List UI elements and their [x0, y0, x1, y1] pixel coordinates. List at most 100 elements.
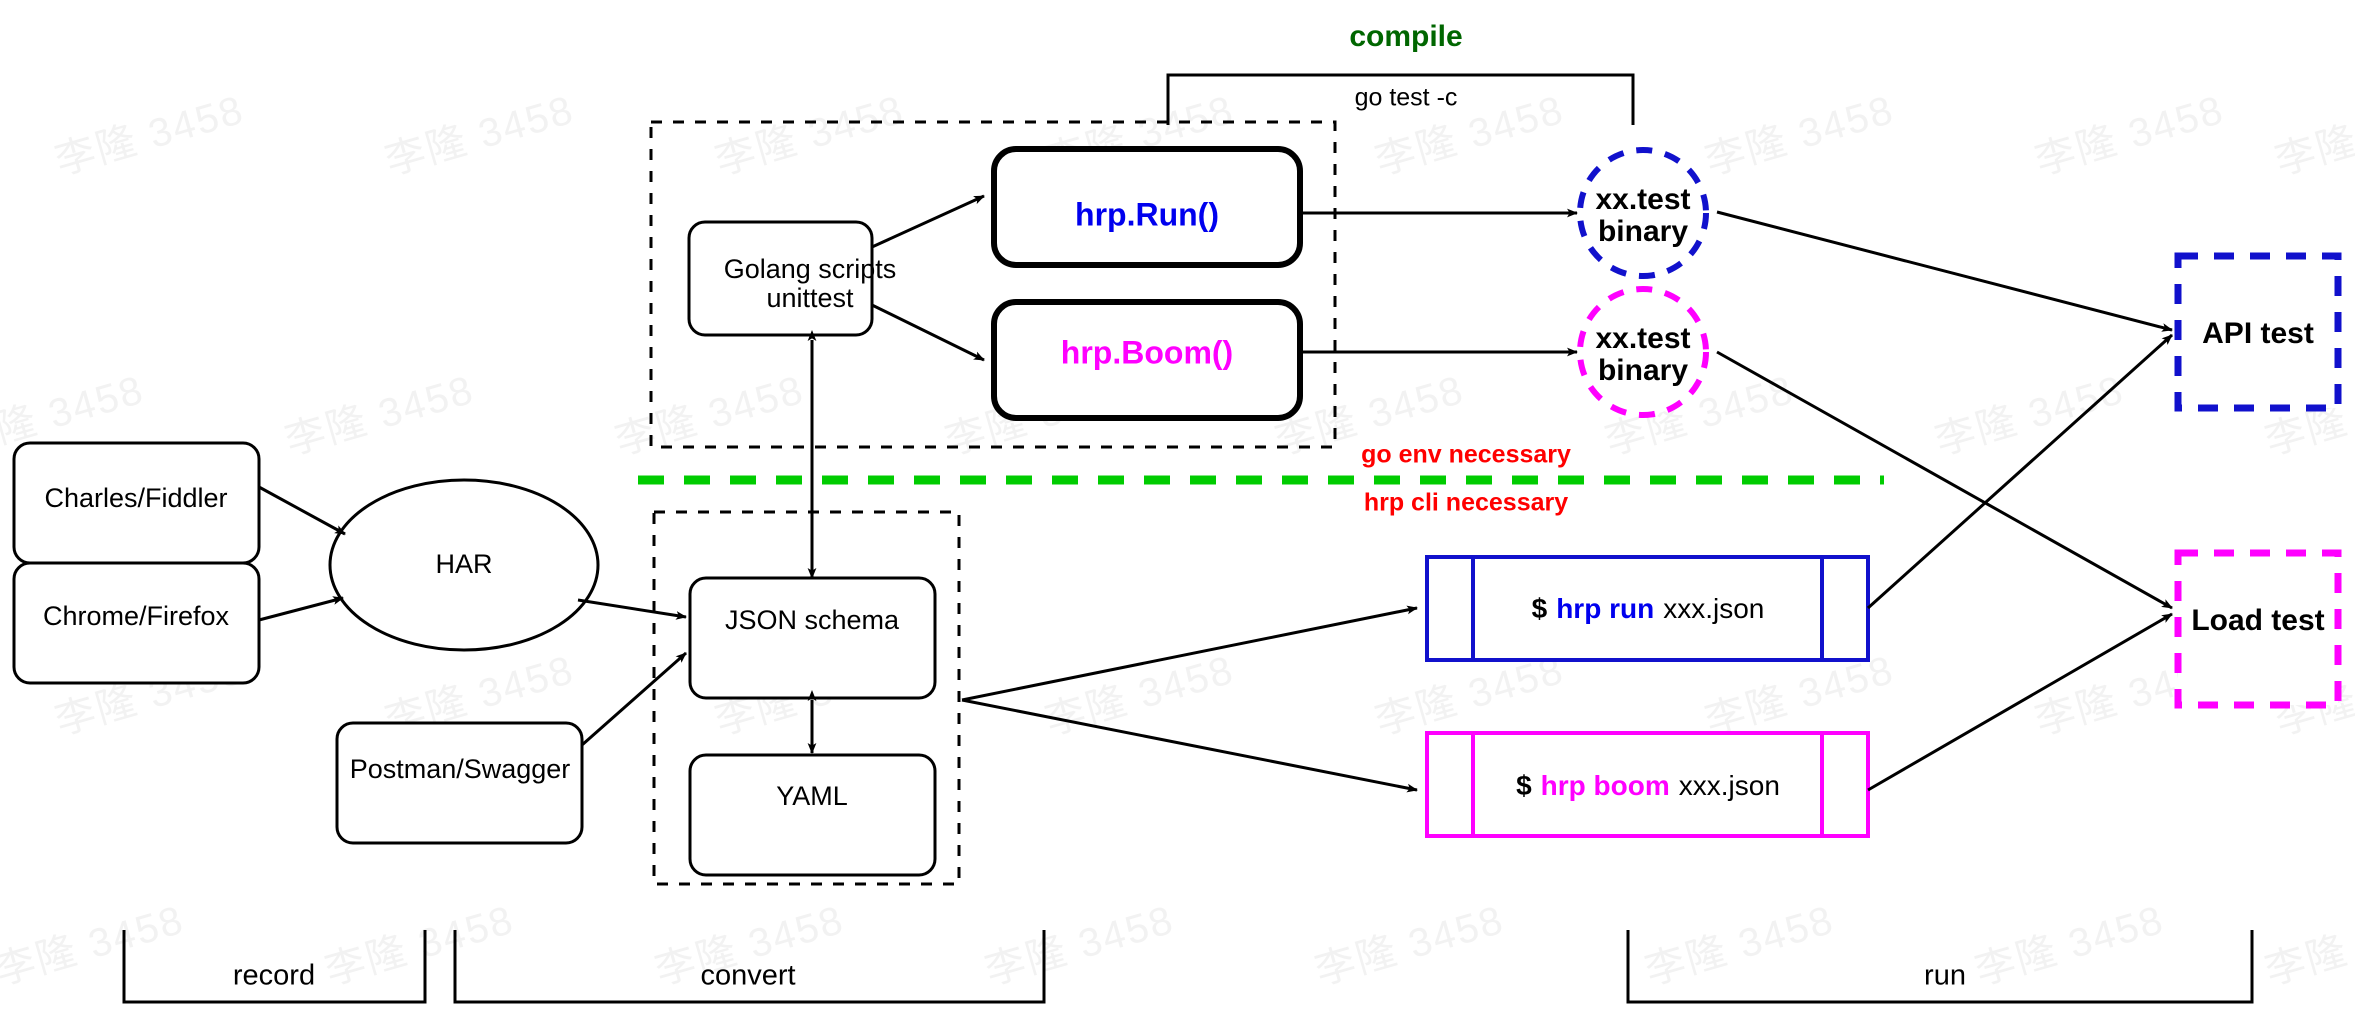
- har-label: HAR: [435, 549, 492, 579]
- har-node[interactable]: HAR: [328, 478, 600, 652]
- go-env-necessary-label: go env necessary: [1361, 441, 1571, 469]
- hrp-boom-arg: xxx.json: [1679, 770, 1780, 801]
- xx-test-binary-magenta-circle[interactable]: [1577, 286, 1709, 418]
- compile-bracket: [1166, 73, 1635, 125]
- watermark-text: 李隆 3458: [1930, 368, 2129, 464]
- watermark-text: 李隆 3458: [1700, 88, 1899, 184]
- golang-scripts-box[interactable]: [687, 220, 874, 337]
- edge-golang-to-hrp-boom: [871, 303, 985, 362]
- watermark-text: 李隆 3458: [280, 368, 479, 464]
- hrp-boom-prompt: $: [1516, 770, 1532, 801]
- watermark-text: 李隆 3458: [2270, 88, 2355, 184]
- load-test-label: Load test: [2191, 604, 2324, 637]
- chrome-firefox-box[interactable]: [12, 561, 261, 685]
- hrp-run-fn-node[interactable]: hrp.Run(): [991, 146, 1303, 268]
- har-ellipse[interactable]: [328, 478, 600, 652]
- hrp-boom-fn-box[interactable]: [991, 299, 1303, 421]
- watermark-text: 李隆 3458: [0, 898, 189, 994]
- compile-label: compile: [1349, 20, 1462, 53]
- hrp-run-command: hrp run: [1556, 593, 1654, 624]
- edge-golang-to-hrp-run: [871, 194, 985, 249]
- hrp-boom-command-bar[interactable]: [1425, 731, 1870, 838]
- edge-har-to-json: [577, 598, 687, 620]
- hrp-run-arg: xxx.json: [1663, 593, 1764, 624]
- watermark-text: 李隆 3458: [1640, 898, 1839, 994]
- golang-scripts-node[interactable]: Golang scripts unittest: [687, 220, 897, 337]
- load-test-box[interactable]: [2174, 549, 2342, 709]
- watermark-text: 李隆 3458: [1040, 648, 1239, 744]
- postman-swagger-box[interactable]: [335, 721, 584, 845]
- hrp-boom-command-node[interactable]: $ hrp boom xxx.json: [1425, 731, 1870, 838]
- xx-test-binary-blue-circle[interactable]: [1577, 147, 1709, 279]
- convert-phase-label: convert: [700, 960, 795, 992]
- json-schema-node[interactable]: JSON schema: [688, 576, 937, 700]
- hrp-boom-command: hrp boom: [1541, 770, 1670, 801]
- hrp-run-command-node[interactable]: $ hrp run xxx.json: [1425, 555, 1870, 662]
- charles-fiddler-label: Charles/Fiddler: [44, 483, 227, 513]
- watermark-text: 李隆 3458: [1310, 898, 1509, 994]
- api-test-node[interactable]: API test: [2174, 252, 2342, 412]
- xx-test-binary-magenta-label-line1: xx.test: [1595, 322, 1690, 355]
- edge-hrp-run-to-api-test: [1866, 333, 2174, 610]
- hrp-run-fn-label: hrp.Run(): [1075, 196, 1219, 232]
- watermark-text: 李隆 3458: [380, 88, 579, 184]
- watermark-text: 李隆 3458: [50, 88, 249, 184]
- api-test-label: API test: [2202, 317, 2314, 350]
- edge-chrome-to-har: [258, 596, 344, 622]
- watermark-text: 李隆 3458: [610, 368, 809, 464]
- convert-container: [652, 510, 961, 886]
- watermark-text: 李隆 3458: [1970, 898, 2169, 994]
- edge-postman-to-json: [581, 651, 687, 747]
- charles-fiddler-node[interactable]: Charles/Fiddler: [12, 441, 261, 565]
- golang-scripts-label-line1: Golang scripts: [724, 254, 897, 284]
- hrp-run-command-text: $ hrp run xxx.json: [1532, 593, 1765, 624]
- xx-test-binary-blue-node[interactable]: xx.test binary: [1577, 147, 1709, 279]
- load-test-node[interactable]: Load test: [2174, 549, 2342, 709]
- yaml-node[interactable]: YAML: [688, 753, 937, 877]
- xx-test-binary-blue-label-line2: binary: [1598, 215, 1688, 248]
- watermark-text: 李隆 3458: [2030, 88, 2229, 184]
- postman-swagger-label: Postman/Swagger: [350, 754, 571, 784]
- edge-blue-binary-to-api-test: [1716, 210, 2173, 332]
- watermark-text: 李隆 3458: [320, 898, 519, 994]
- compile-bracket-group: compile go test -c: [1166, 20, 1635, 125]
- chrome-firefox-label: Chrome/Firefox: [43, 601, 230, 631]
- hrp-run-command-bar[interactable]: [1425, 555, 1870, 662]
- edge-charles-to-har: [258, 485, 346, 536]
- record-phase-group: record: [122, 930, 427, 1004]
- json-schema-box[interactable]: [688, 576, 937, 700]
- yaml-label: YAML: [776, 781, 848, 811]
- api-test-box[interactable]: [2174, 252, 2342, 412]
- watermark-text: 李隆 3458: [1370, 648, 1569, 744]
- xx-test-binary-magenta-label-line2: binary: [1598, 354, 1688, 387]
- hrp-boom-fn-node[interactable]: hrp.Boom(): [991, 299, 1303, 421]
- edge-convert-to-hrp-run: [961, 605, 1418, 702]
- go-test-c-label: go test -c: [1355, 84, 1458, 112]
- hrp-cli-necessary-label: hrp cli necessary: [1364, 489, 1568, 517]
- xx-test-binary-blue-label-line1: xx.test: [1595, 183, 1690, 216]
- yaml-box[interactable]: [688, 753, 937, 877]
- convert-phase-group: convert: [453, 930, 1046, 1004]
- edge-hrp-boom-to-load-test: [1867, 612, 2173, 792]
- watermark-text: 李隆 3458: [710, 88, 909, 184]
- record-bracket: [122, 930, 427, 1004]
- watermark-text: 李隆 3458: [1700, 648, 1899, 744]
- watermark-text: 李隆 3458: [980, 898, 1179, 994]
- golang-scripts-label-line2: unittest: [766, 283, 854, 313]
- xx-test-binary-magenta-node[interactable]: xx.test binary: [1577, 286, 1709, 418]
- hrp-boom-command-text: $ hrp boom xxx.json: [1516, 770, 1780, 801]
- run-bracket: [1626, 930, 2254, 1004]
- postman-swagger-node[interactable]: Postman/Swagger: [335, 721, 584, 845]
- json-schema-label: JSON schema: [725, 605, 900, 635]
- chrome-firefox-node[interactable]: Chrome/Firefox: [12, 561, 261, 685]
- hrp-run-prompt: $: [1532, 593, 1548, 624]
- edge-convert-to-hrp-boom: [961, 698, 1418, 793]
- run-phase-label: run: [1924, 960, 1966, 992]
- watermark-text: 李隆 3458: [2260, 898, 2355, 994]
- hrp-run-fn-box[interactable]: [991, 146, 1303, 268]
- run-phase-group: run: [1626, 930, 2254, 1004]
- convert-bracket: [453, 930, 1046, 1004]
- edge-magenta-binary-to-load-test: [1716, 350, 2173, 610]
